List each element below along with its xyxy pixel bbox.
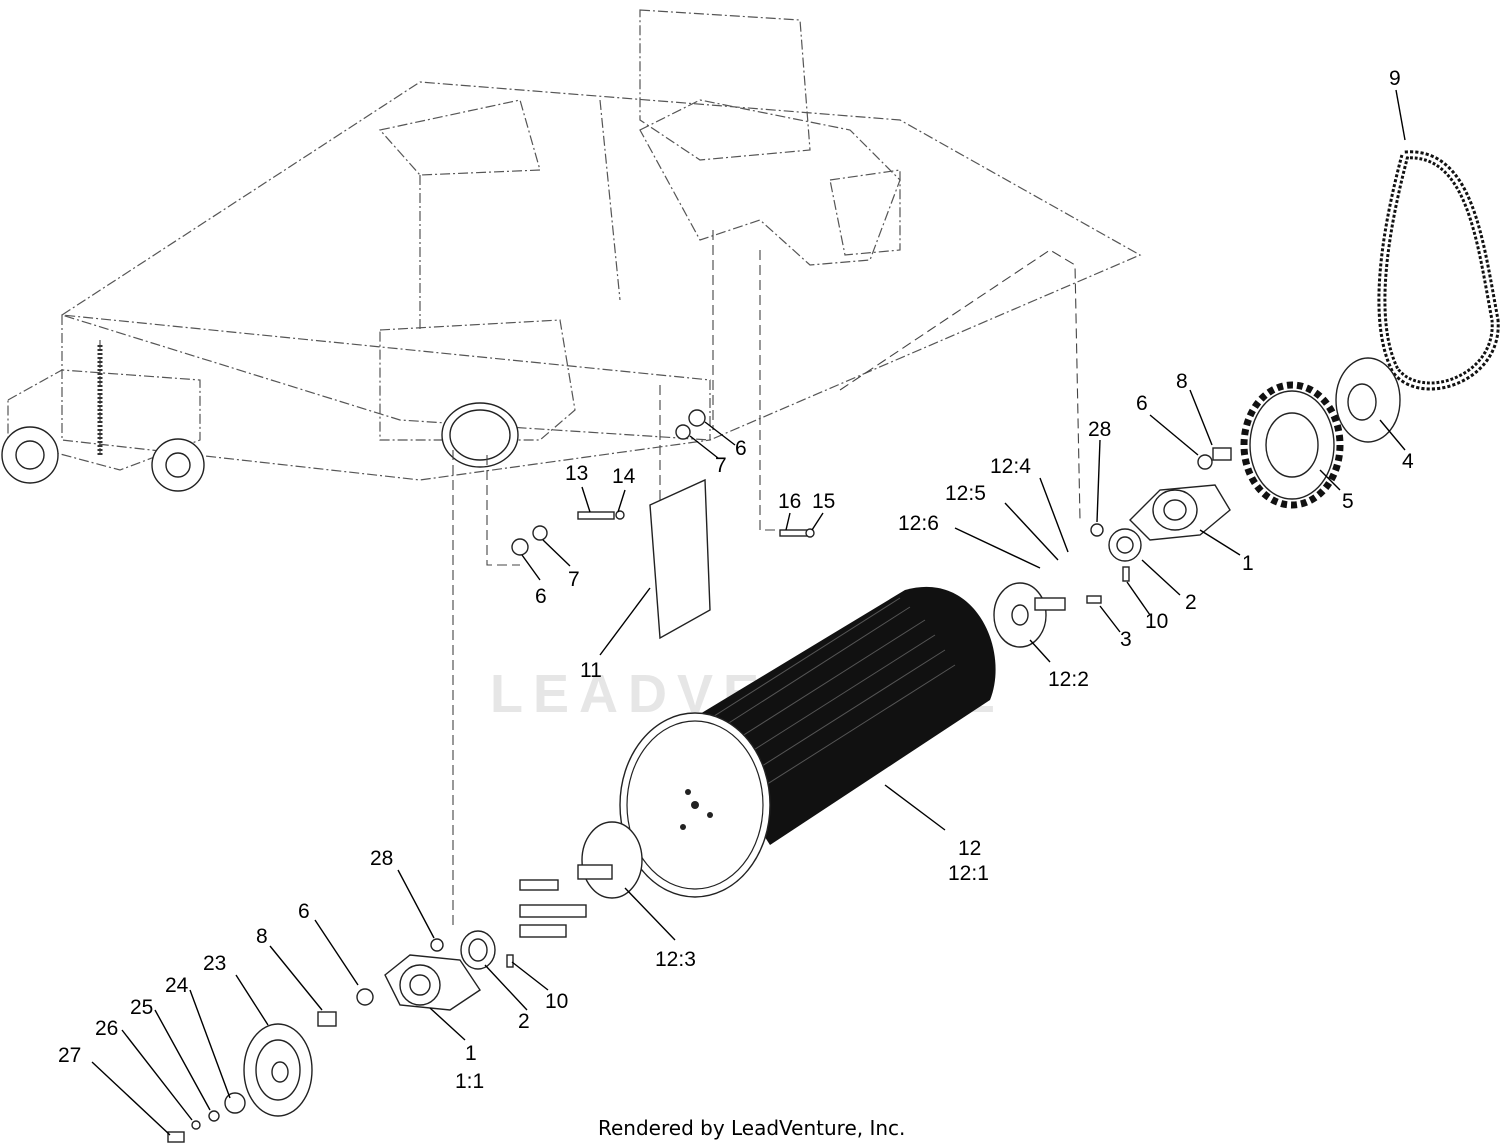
drive-chain — [1377, 150, 1500, 391]
callout-14: 14 — [612, 465, 636, 488]
pulley — [167, 1023, 313, 1143]
callout-4: 4 — [1402, 450, 1414, 473]
callout-12: 12 — [958, 837, 981, 860]
callout-28-top: 28 — [1088, 418, 1111, 441]
callout-16: 16 — [778, 490, 801, 513]
callout-26: 26 — [95, 1017, 118, 1040]
callout-12-6: 12:6 — [898, 512, 939, 535]
callout-2-top: 2 — [1185, 591, 1197, 614]
callout-5: 5 — [1342, 490, 1354, 513]
callout-12-1: 12:1 — [948, 862, 989, 885]
callout-12-4: 12:4 — [990, 455, 1031, 478]
callout-23: 23 — [203, 952, 226, 975]
machine-frame — [1, 9, 1142, 492]
render-credit: Rendered by LeadVenture, Inc. — [598, 1116, 905, 1140]
taper-hub — [1335, 357, 1401, 443]
callout-7-left: 7 — [568, 568, 580, 591]
callout-6-mid: 6 — [735, 437, 747, 460]
callout-25: 25 — [130, 996, 153, 1019]
callout-7-mid: 7 — [715, 454, 727, 477]
callout-15: 15 — [812, 490, 835, 513]
callout-12-2: 12:2 — [1048, 668, 1089, 691]
bearing-right — [1086, 447, 1232, 604]
callout-8-bot: 8 — [256, 925, 268, 948]
end-cap-right — [993, 582, 1066, 648]
callout-6-left: 6 — [535, 585, 547, 608]
callout-labels: 9 8 6 28 12:4 12:5 12:6 4 5 1 2 10 3 12:… — [58, 67, 1414, 1093]
callout-13: 13 — [565, 462, 588, 485]
end-cap-left — [577, 821, 643, 899]
callout-1-1: 1:1 — [455, 1070, 484, 1093]
callout-11: 11 — [580, 659, 602, 682]
leader-lines — [91, 89, 1406, 1136]
callout-9: 9 — [1389, 67, 1401, 90]
callout-27: 27 — [58, 1044, 81, 1067]
callout-2-bot: 2 — [518, 1010, 530, 1033]
callout-8-top: 8 — [1176, 370, 1188, 393]
callout-10-top: 10 — [1145, 610, 1168, 633]
sprocket — [1240, 381, 1344, 509]
callout-1-top: 1 — [1242, 552, 1254, 575]
callout-12-5: 12:5 — [945, 482, 986, 505]
callout-10-bot: 10 — [545, 990, 568, 1013]
alignment-lines — [452, 230, 1081, 930]
callout-6-top: 6 — [1136, 392, 1148, 415]
callout-28-bot: 28 — [370, 847, 393, 870]
callout-1-bot: 1 — [465, 1042, 477, 1065]
callout-3: 3 — [1120, 628, 1132, 651]
callout-24: 24 — [165, 974, 189, 997]
roller-drum — [619, 586, 996, 898]
callout-6-bot: 6 — [298, 900, 310, 923]
scraper-blade — [511, 409, 815, 640]
left-hardware — [317, 879, 587, 1027]
callout-12-3: 12:3 — [655, 948, 696, 971]
